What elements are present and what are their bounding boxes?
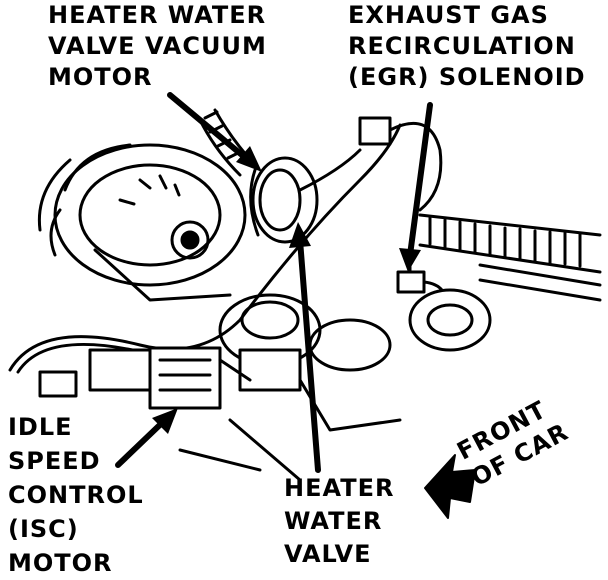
label-line: MOTOR	[48, 63, 153, 91]
label-isc-motor: IDLE SPEED CONTROL (ISC) MOTOR	[8, 410, 144, 580]
alternator-drawing	[37, 143, 247, 302]
label-line: CONTROL	[8, 481, 144, 509]
front-direction-arrow-icon	[424, 454, 476, 519]
egr-solenoid-drawing	[298, 116, 492, 352]
label-heater-water-valve: HEATER WATER VALVE	[284, 472, 394, 571]
label-egr-solenoid: EXHAUST GAS RECIRCULATION (EGR) SOLENOID	[348, 0, 586, 93]
isc-motor-drawing	[88, 346, 252, 410]
leader-arrows	[115, 92, 433, 473]
label-line: RECIRCULATION	[348, 32, 576, 60]
label-line: HEATER WATER	[48, 1, 267, 29]
label-heater-water-valve-vacuum-motor: HEATER WATER VALVE VACUUM MOTOR	[48, 0, 267, 93]
label-line: HEATER	[284, 474, 395, 502]
arrow-to-egr-solenoid	[407, 102, 433, 258]
arrow-to-isc-motor	[115, 417, 168, 468]
label-line: VALVE	[284, 540, 372, 568]
label-line: VALVE VACUUM	[48, 32, 267, 60]
label-line: MOTOR	[8, 549, 113, 577]
arrow-to-heater-water-valve	[297, 237, 321, 473]
wiring-harness-drawing	[8, 123, 402, 398]
arrow-to-vacuum-motor	[167, 92, 251, 163]
label-line: EXHAUST GAS	[348, 1, 549, 29]
hoses-drawing	[418, 213, 602, 302]
label-line: SPEED	[8, 447, 101, 475]
vacuum-motor-drawing	[198, 108, 319, 244]
label-line: (ISC)	[8, 515, 79, 543]
label-line: IDLE	[8, 413, 73, 441]
label-line: WATER	[284, 507, 383, 535]
label-line: (EGR) SOLENOID	[348, 63, 586, 91]
